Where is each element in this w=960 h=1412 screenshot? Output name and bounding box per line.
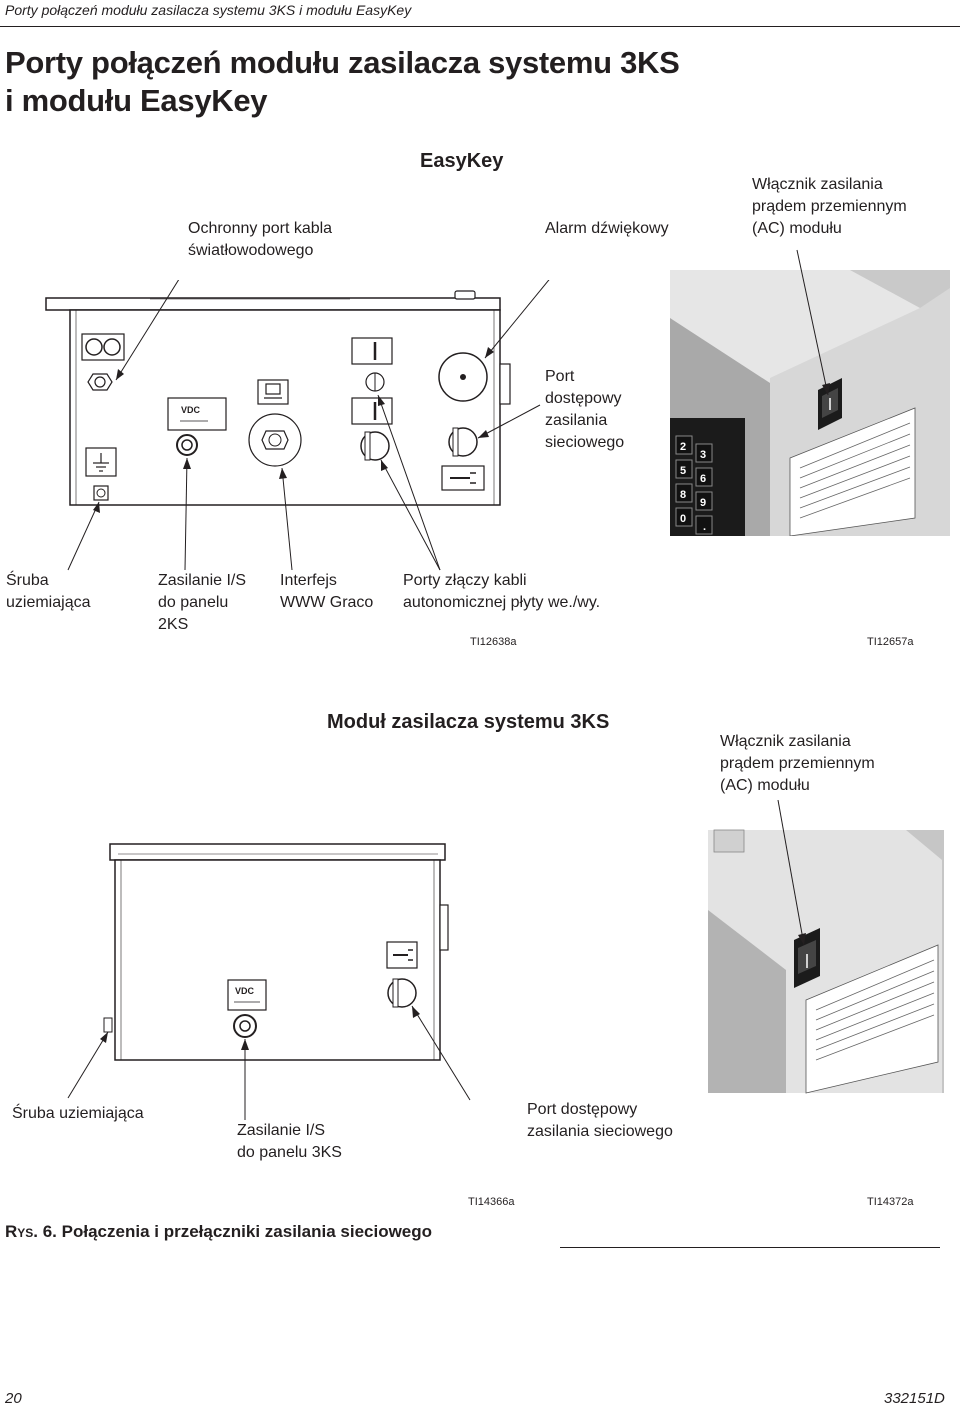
easykey-switch-photo: 2 3 5 6 8 9 0 . <box>670 249 950 536</box>
callout-ground-screw-2: Śruba uziemiająca <box>12 1105 144 1122</box>
page-number: 20 <box>5 1390 22 1407</box>
callout-io-ports: Porty złączy kabli autonomicznej płyty w… <box>403 572 601 611</box>
figure-id-ti14372a: TI14372a <box>867 1196 914 1208</box>
page-title-line1: Porty połączeń modułu zasilacza systemu … <box>5 45 680 80</box>
svg-text:8: 8 <box>680 489 686 501</box>
header-rule <box>0 26 960 27</box>
svg-text:9: 9 <box>700 497 706 509</box>
easykey-panel-drawing: VDC <box>45 280 550 571</box>
3ks-heading: Moduł zasilacza systemu 3KS <box>327 711 610 733</box>
figure-id-ti12638a: TI12638a <box>470 636 517 648</box>
callout-power-3ks: Zasilanie I/S do panelu 3KS <box>237 1122 342 1161</box>
svg-text:2: 2 <box>680 441 686 453</box>
running-header: Porty połączeń modułu zasilacza systemu … <box>5 2 412 18</box>
vdc-label: VDC <box>181 405 201 415</box>
3ks-switch-photo <box>708 800 944 1094</box>
callout-fiber-port: Ochronny port kabla światłowodowego <box>188 220 333 259</box>
callout-ac-switch-1: Włącznik zasilania prądem przemiennym (A… <box>752 176 907 237</box>
callout-mains-port-2: Port dostępowy zasilania sieciowego <box>527 1101 673 1140</box>
figure-caption: Rys. 6. Połączenia i przełączniki zasila… <box>5 1222 432 1242</box>
vdc-label-3ks: VDC <box>235 986 255 996</box>
figure-caption-prefix: Rys. 6. <box>5 1222 57 1241</box>
svg-text:6: 6 <box>700 473 706 485</box>
callout-mains-port-1: Port dostępowy zasilania sieciowego <box>545 368 625 451</box>
svg-text:0: 0 <box>680 513 686 525</box>
svg-text:3: 3 <box>700 449 706 461</box>
document-number: 332151D <box>884 1390 945 1407</box>
figure-id-ti14366a: TI14366a <box>468 1196 515 1208</box>
callout-www: Interfejs WWW Graco <box>280 572 374 611</box>
keypad: 2 3 5 6 8 9 0 . <box>675 435 713 535</box>
svg-text:.: . <box>703 521 706 533</box>
callout-ground-screw-1: Śruba uziemiająca <box>6 572 91 611</box>
svg-text:5: 5 <box>680 465 686 477</box>
callout-power-2ks: Zasilanie I/S do panelu 2KS <box>158 572 247 633</box>
figure-caption-text: Połączenia i przełączniki zasilania siec… <box>61 1222 433 1241</box>
caption-rule <box>560 1247 940 1248</box>
figure-id-ti12657a: TI12657a <box>867 636 914 648</box>
page-title-line2: i modułu EasyKey <box>5 83 268 118</box>
page-title: Porty połączeń modułu zasilacza systemu … <box>5 44 680 120</box>
callout-ac-switch-2: Włącznik zasilania prądem przemiennym (A… <box>720 733 875 794</box>
easykey-heading: EasyKey <box>420 150 504 172</box>
3ks-panel-drawing: VDC <box>67 843 471 1120</box>
callout-alarm: Alarm dźwiękowy <box>545 220 669 237</box>
